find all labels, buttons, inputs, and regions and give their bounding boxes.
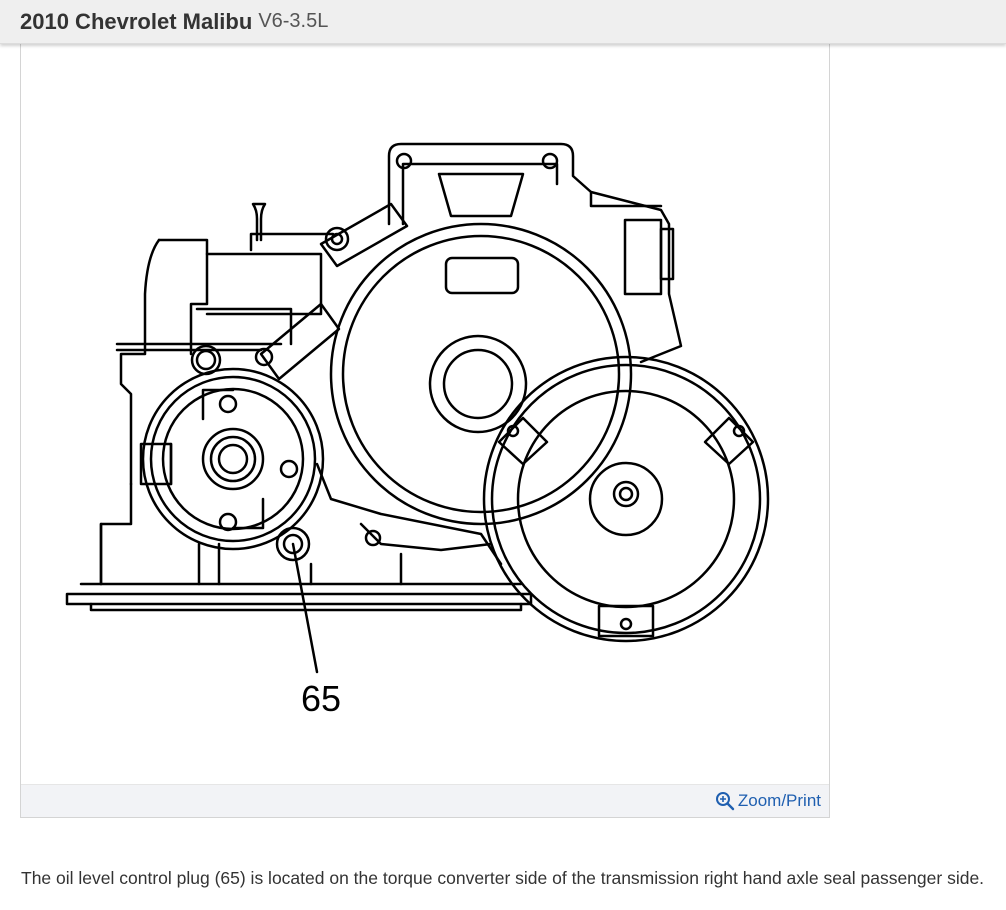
callout-label-65: 65 [301, 678, 341, 719]
transmission-line-art [65, 142, 770, 674]
zoom-magnifier-icon [715, 791, 735, 811]
engine-subtitle: V6-3.5L [258, 10, 329, 32]
figure-card: 65 Zoom/Print [20, 44, 830, 818]
zoom-print-link[interactable]: Zoom/Print [715, 788, 821, 814]
zoom-print-label: Zoom/Print [737, 791, 821, 810]
page-header: 2010 Chevrolet Malibu V6-3.5L [0, 0, 1006, 44]
figure-caption: The oil level control plug (65) is locat… [21, 868, 985, 888]
figure-footer: Zoom/Print [21, 784, 829, 817]
vehicle-title: 2010 Chevrolet Malibu [20, 8, 253, 34]
transmission-diagram: 65 [65, 142, 770, 719]
